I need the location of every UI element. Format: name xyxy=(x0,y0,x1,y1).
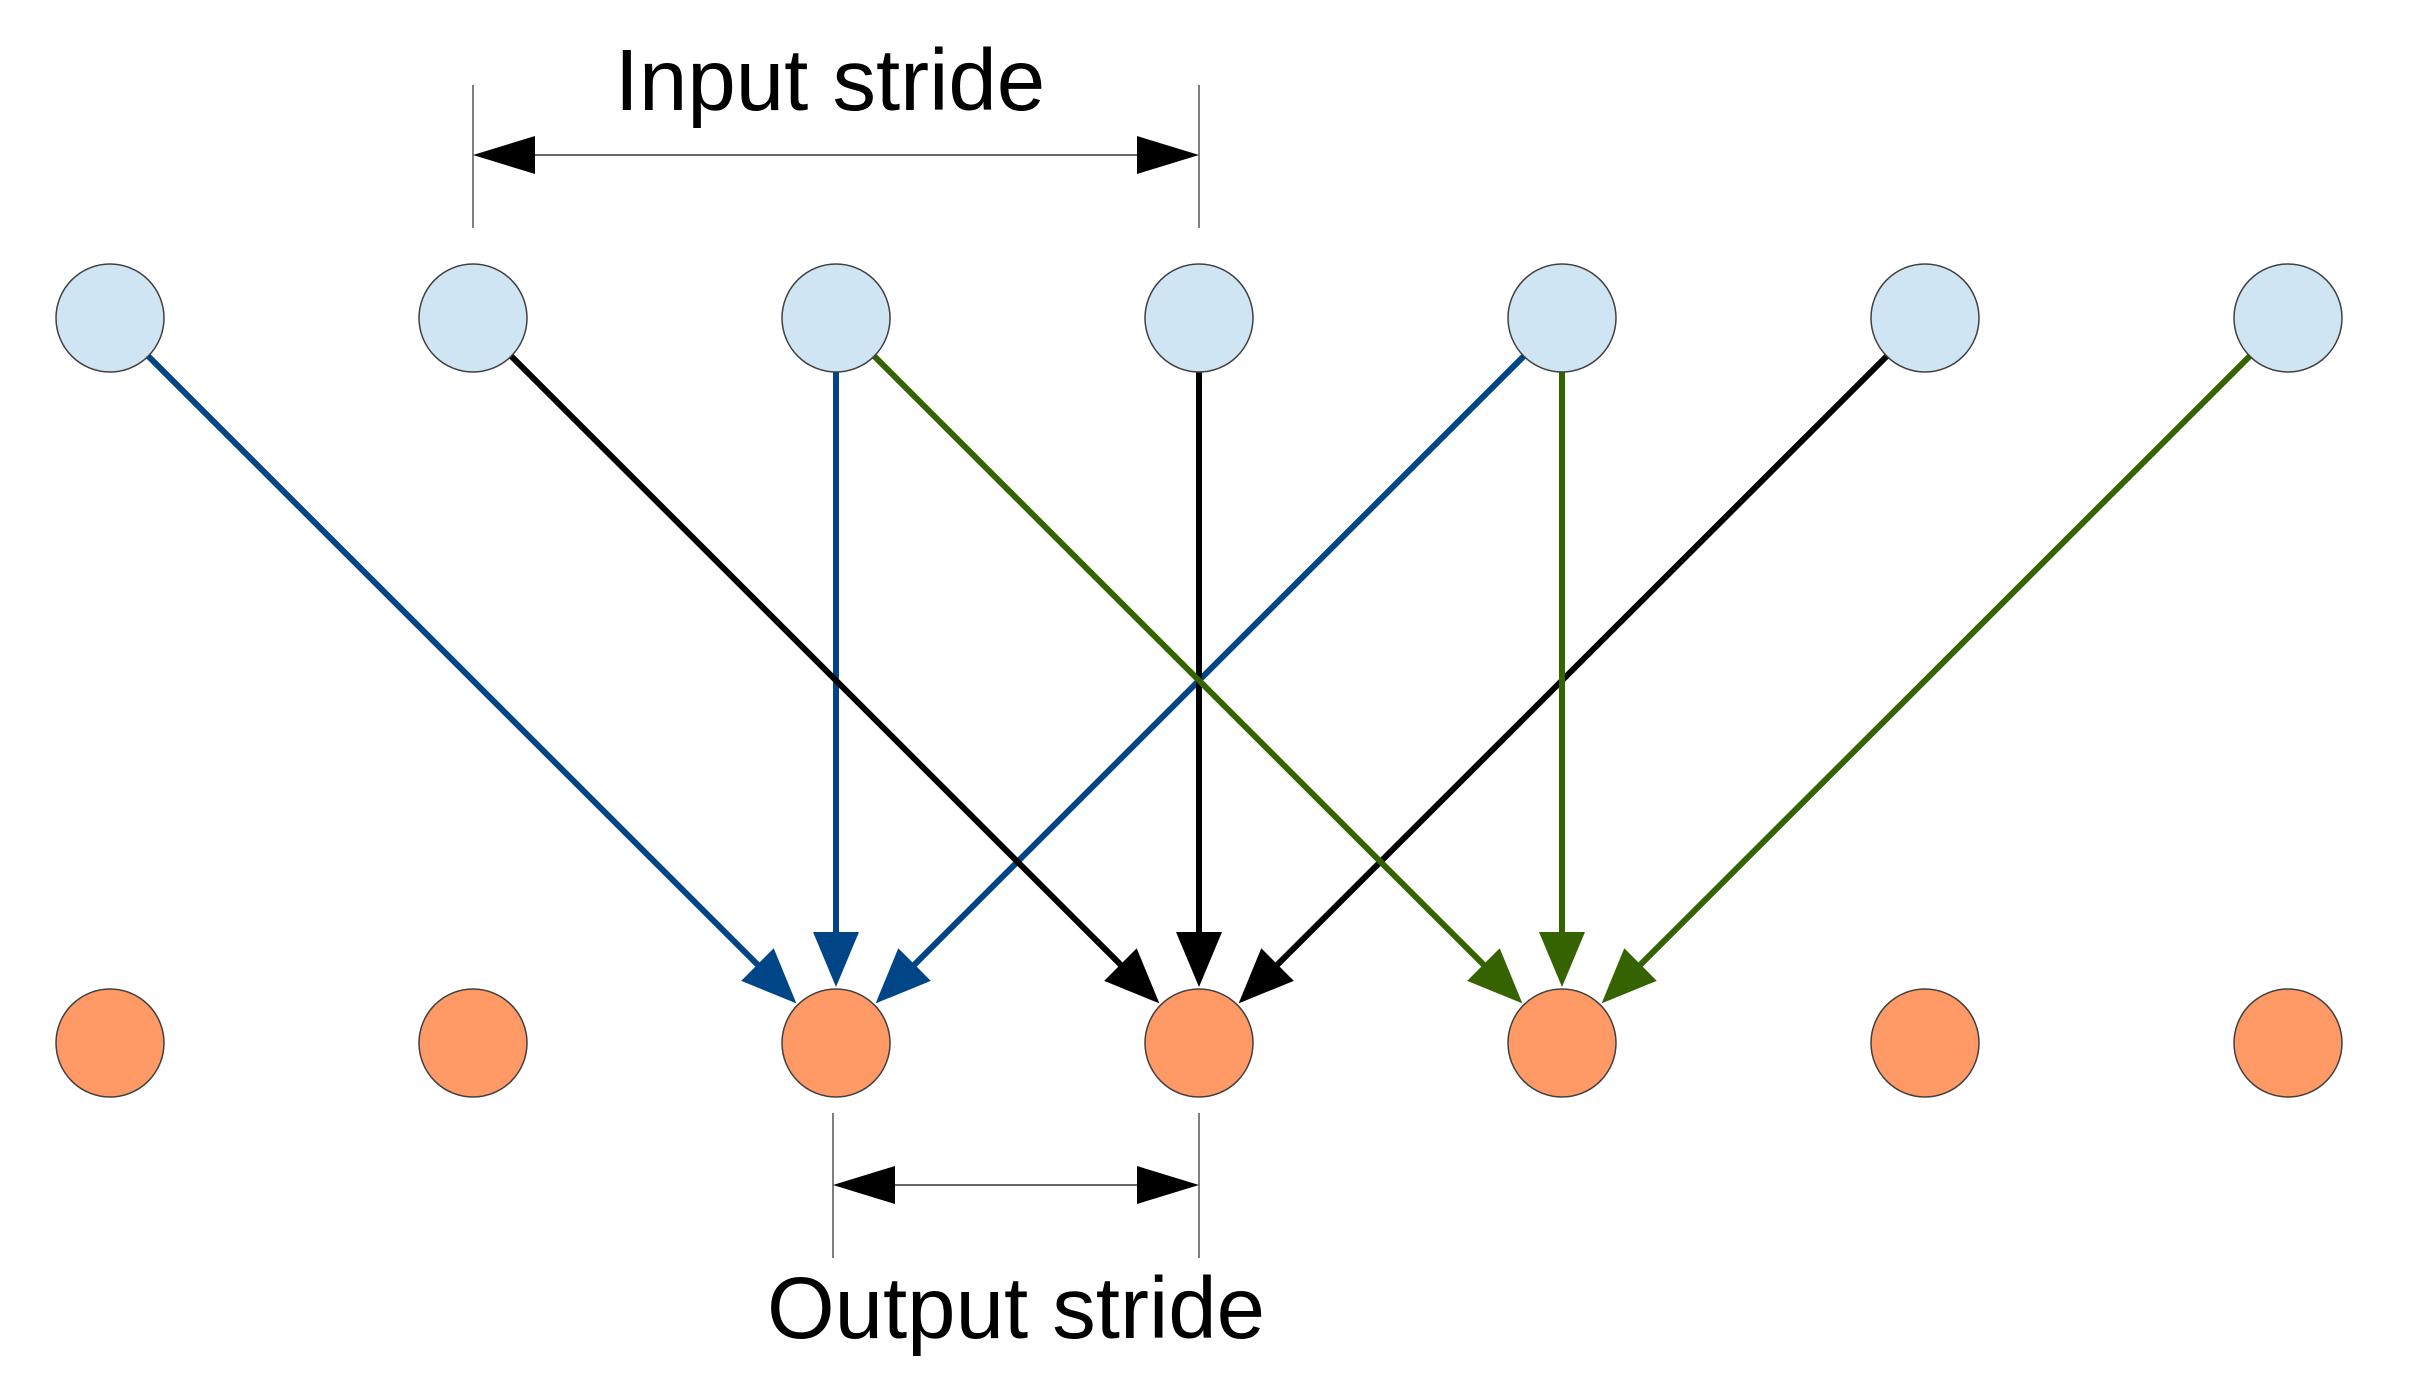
arrowhead xyxy=(813,932,859,987)
edge-line xyxy=(146,354,763,970)
edge-in1-out3 xyxy=(509,354,1160,1004)
arrowhead xyxy=(1104,948,1160,1004)
edge-line xyxy=(1272,354,1889,970)
input-node-1 xyxy=(418,263,528,373)
arrowhead xyxy=(1238,948,1294,1004)
output-node-4 xyxy=(1507,988,1617,1098)
edge-in0-out2 xyxy=(146,354,797,1004)
input-node-2 xyxy=(781,263,891,373)
dimension-arrow-right xyxy=(1137,1166,1199,1204)
output-node-0 xyxy=(55,988,165,1098)
output-stride-dimension xyxy=(832,1113,1200,1258)
input-node-4 xyxy=(1507,263,1617,373)
dimension-arrow-left xyxy=(473,136,535,174)
input-node-0 xyxy=(55,263,165,373)
output-node-2 xyxy=(781,988,891,1098)
dimension-arrow-left xyxy=(833,1166,895,1204)
edge-in5-out3 xyxy=(1238,354,1889,1004)
output-node-3 xyxy=(1144,988,1254,1098)
edge-in4-out4 xyxy=(1539,372,1585,987)
edge-in2-out4 xyxy=(872,354,1523,1004)
input-stride-dimension xyxy=(472,85,1200,228)
dimension-arrow-right xyxy=(1137,136,1199,174)
arrowhead xyxy=(741,948,797,1004)
edge-line xyxy=(872,354,1489,970)
input-node-5 xyxy=(1870,263,1980,373)
nodes-layer xyxy=(55,263,2343,1098)
arrowhead xyxy=(1539,932,1585,987)
edge-in3-out3 xyxy=(1176,372,1222,987)
output-node-1 xyxy=(418,988,528,1098)
arrowhead xyxy=(1601,948,1657,1004)
output-stride-label: Output stride xyxy=(767,1260,1265,1357)
input-stride-label: Input stride xyxy=(615,32,1045,129)
input-node-3 xyxy=(1144,263,1254,373)
edge-line xyxy=(1635,354,2252,970)
edge-in6-out4 xyxy=(1601,354,2252,1004)
edge-line xyxy=(509,354,1126,970)
input-node-6 xyxy=(2233,263,2343,373)
arrowhead xyxy=(1467,948,1523,1004)
output-node-5 xyxy=(1870,988,1980,1098)
output-node-6 xyxy=(2233,988,2343,1098)
arrowhead xyxy=(1176,932,1222,987)
edge-line xyxy=(909,354,1526,970)
edge-in2-out2 xyxy=(813,372,859,987)
arrowhead xyxy=(875,948,931,1004)
dimensions-layer xyxy=(472,85,1200,1258)
edges-layer xyxy=(146,354,2252,1004)
edge-in4-out2 xyxy=(875,354,1526,1004)
